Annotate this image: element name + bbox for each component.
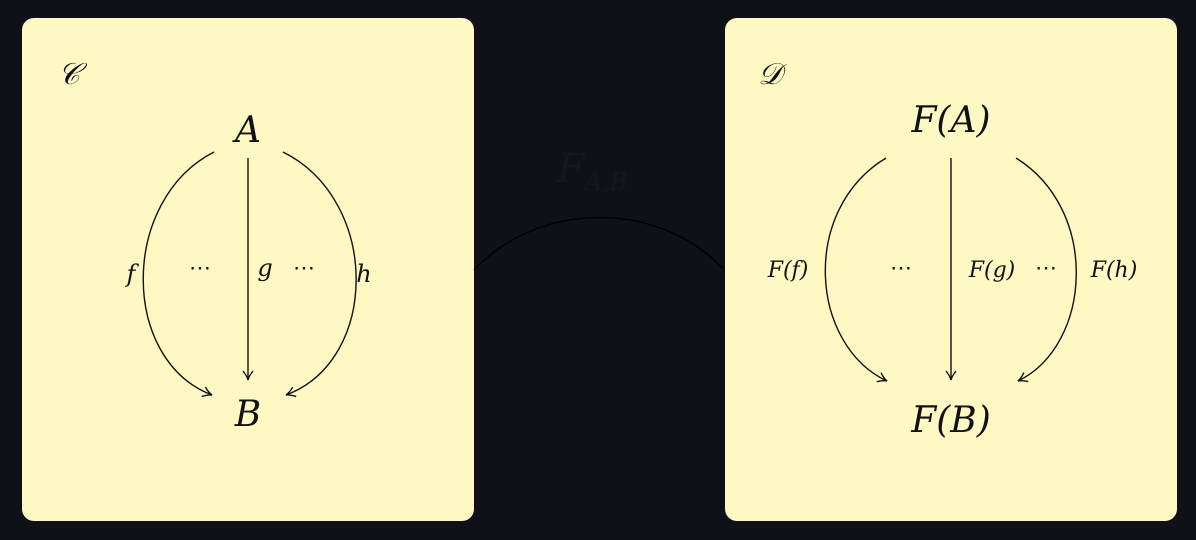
morphism-ff-arrow <box>824 157 888 383</box>
ellipsis-left: ⋯ <box>189 256 211 281</box>
object-fb: F(B) <box>910 400 991 441</box>
morphism-fh-arrow <box>1015 157 1077 383</box>
category-d-label: 𝒟 <box>758 57 787 92</box>
morphism-h-arrow <box>282 151 357 398</box>
morphism-fh-label: F(h) <box>1090 258 1138 283</box>
functor-label-sub: A,B <box>583 168 628 196</box>
ellipsis-left-d: ⋯ <box>890 256 912 281</box>
morphism-ff-label: F(f) <box>767 258 809 283</box>
category-c-label: 𝒞 <box>58 57 88 92</box>
functor-label-main: F <box>556 146 586 192</box>
morphism-fg-label: F(g) <box>968 258 1016 283</box>
morphism-h-label: h <box>356 260 371 288</box>
object-fa: F(A) <box>910 100 990 141</box>
morphism-g-label: g <box>257 254 272 282</box>
morphism-f-arrow <box>142 151 215 398</box>
morphism-f-label: f <box>125 260 140 288</box>
object-b: B <box>234 394 261 435</box>
functor-arrow <box>473 216 725 271</box>
ellipsis-right: ⋯ <box>293 256 315 281</box>
object-a: A <box>232 110 261 151</box>
functor-label: FA,B <box>556 146 627 196</box>
ellipsis-right-d: ⋯ <box>1035 256 1057 281</box>
